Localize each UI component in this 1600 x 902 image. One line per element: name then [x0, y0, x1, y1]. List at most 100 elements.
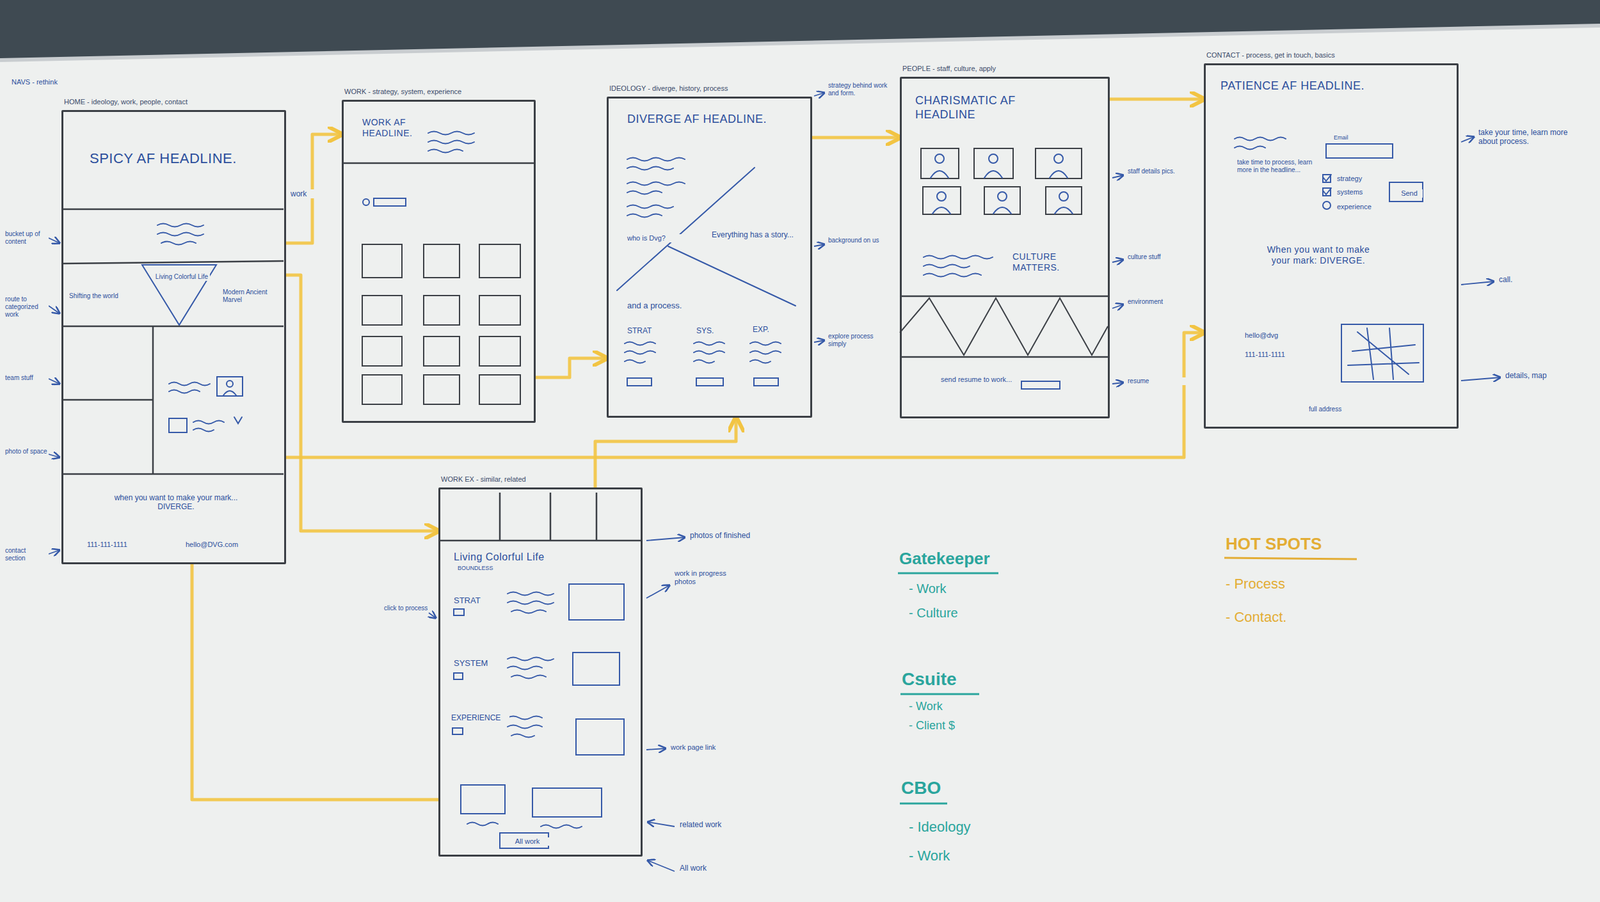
audience-note: - Culture [907, 605, 1039, 621]
leader-lines [48, 92, 1501, 872]
annotation-note: photo of space [3, 448, 49, 456]
sketch-text: who is Dvg? [626, 234, 692, 243]
annotation-note: bucket up of content [3, 230, 49, 246]
sketch-text: BOUNDLESS [456, 565, 523, 573]
page-heading: IDEOLOGY - diverge, history, process [608, 84, 729, 93]
audience-note: Gatekeeper [897, 549, 1067, 569]
flow-arrow [286, 332, 1204, 458]
sketch-text: CHARISMATIC AF HEADLINE [914, 94, 1076, 122]
flow-arrow [812, 136, 900, 140]
sketch-text: When you want to make your mark: DIVERGE… [1256, 244, 1380, 267]
audience-note: Csuite [900, 668, 1070, 691]
sketch-text: 111-111-1111 [86, 540, 165, 550]
flow-arrow [595, 417, 736, 488]
annotation-note: contact section [3, 547, 49, 563]
sketch-text: Modern Ancient Marvel [222, 288, 283, 304]
sketch-text: Living Colorful Life [153, 273, 210, 281]
annotation-note: details, map [1504, 371, 1590, 381]
sketch-text: when you want to make your mark... DIVER… [101, 493, 251, 512]
group-underlines [897, 558, 1357, 804]
sketch-text: 111-111-1111 [1244, 350, 1323, 360]
annotation-note: culture stuff [1126, 253, 1193, 262]
sketch-text: send resume to work... [940, 375, 1019, 384]
annotation-note: staff details pics. [1126, 167, 1193, 176]
annotation-note: related work [678, 820, 777, 830]
sketch-text: Email [1333, 134, 1373, 142]
annotation-note: environment [1126, 298, 1193, 306]
sketch-text: strategy [1336, 174, 1389, 184]
annotation-note: click to process [382, 604, 431, 613]
sketch-text: STRAT [453, 595, 506, 607]
audience-note: - Work [907, 581, 1039, 597]
sketch-text: CULTURE MATTERS. [1011, 251, 1103, 274]
sketch-text: SYSTEM [453, 658, 506, 669]
ideology-sketch [616, 158, 796, 387]
sketch-text: STRAT [626, 326, 667, 336]
sketch-text: and a process. [626, 300, 744, 312]
sketch-text: Everything has a story... [711, 230, 809, 240]
contact-sketch [1234, 137, 1424, 383]
audience-note: - Work [907, 848, 1039, 865]
board-frame [0, 25, 1600, 61]
people-sketch [899, 148, 1110, 390]
flow-arrow [535, 358, 607, 378]
annotation-note: All work [678, 864, 777, 873]
audience-note: - Contact. [1224, 609, 1394, 626]
page-heading: WORK - strategy, system, experience [343, 87, 463, 96]
sketch-text: Living Colorful Life [453, 551, 634, 564]
audience-note: HOT SPOTS [1224, 534, 1419, 555]
sketch-text: SYS. [695, 326, 736, 336]
annotation-note: work in progress photos [673, 569, 747, 587]
sketch-text: WORK AF HEADLINE. [361, 117, 415, 139]
home-page-wireframe: HOME - ideology, work, people, contactSP… [61, 110, 287, 565]
flow-arrow [192, 564, 439, 800]
flow-arrow [286, 134, 342, 244]
sketch-text: take time to process, learn more in the … [1236, 158, 1321, 175]
annotation-note: explore process simply [826, 332, 894, 349]
work-page-wireframe: WORK - strategy, system, experienceWORK … [341, 99, 536, 424]
sketch-text: PATIENCE AF HEADLINE. [1219, 79, 1382, 94]
audience-note: CBO [899, 777, 1069, 800]
people-page-wireframe: PEOPLE - staff, culture, applyCHARISMATI… [899, 76, 1110, 419]
sketch-text: systems [1336, 188, 1389, 197]
audience-note: - Ideology [907, 819, 1039, 836]
flow-arrow [1109, 97, 1204, 102]
page-heading: PEOPLE - staff, culture, apply [901, 64, 997, 73]
sketch-text: SPICY AF HEADLINE. [88, 150, 276, 168]
annotation-note: NAVS - rethink [10, 78, 103, 87]
annotation-note: strategy behind work and form. [826, 81, 894, 98]
work-ex-sketch [438, 492, 643, 849]
ideology-page-wireframe: IDEOLOGY - diverge, history, processDIVE… [606, 96, 813, 418]
annotation-note: photos of finished [688, 531, 800, 541]
sketch-text: EXPERIENCE [450, 713, 510, 723]
annotation-note: work [289, 189, 318, 199]
work-sketch [341, 131, 536, 406]
annotation-note: take your time, learn more about process… [1477, 128, 1576, 147]
annotation-note: background on us [826, 236, 894, 245]
sketch-text: hello@DVG.com [184, 540, 270, 550]
sketch-text: experience [1336, 202, 1389, 212]
sketch-text: hello@dvg [1244, 331, 1323, 340]
sketch-text: full address [1308, 405, 1387, 414]
work-example-wireframe: WORK EX - similar, relatedLiving Colorfu… [438, 487, 643, 857]
contact-page-wireframe: CONTACT - process, get in touch, basicsP… [1203, 63, 1459, 429]
sketch-text: DIVERGE AF HEADLINE. [626, 112, 769, 127]
audience-note: - Client $ [907, 719, 1039, 734]
annotation-note: call. [1497, 275, 1565, 285]
sketch-text: Send [1395, 189, 1423, 198]
sketch-text: Shifting the world [68, 292, 141, 301]
sketch-text: EXP. [752, 325, 792, 335]
sketch-text: All work [505, 837, 550, 847]
page-heading: WORK EX - similar, related [440, 475, 527, 484]
annotation-note: team stuff [3, 374, 49, 383]
page-heading: CONTACT - process, get in touch, basics [1205, 51, 1336, 60]
flow-arrow [286, 275, 439, 532]
home-sketch [61, 209, 284, 475]
annotation-note: work page link [669, 743, 768, 752]
page-heading: HOME - ideology, work, people, contact [63, 97, 189, 107]
annotation-note: resume [1126, 377, 1193, 386]
annotation-note: route to categorized work [3, 295, 49, 319]
audience-note: - Process [1224, 576, 1394, 593]
audience-note: - Work [907, 700, 1039, 715]
